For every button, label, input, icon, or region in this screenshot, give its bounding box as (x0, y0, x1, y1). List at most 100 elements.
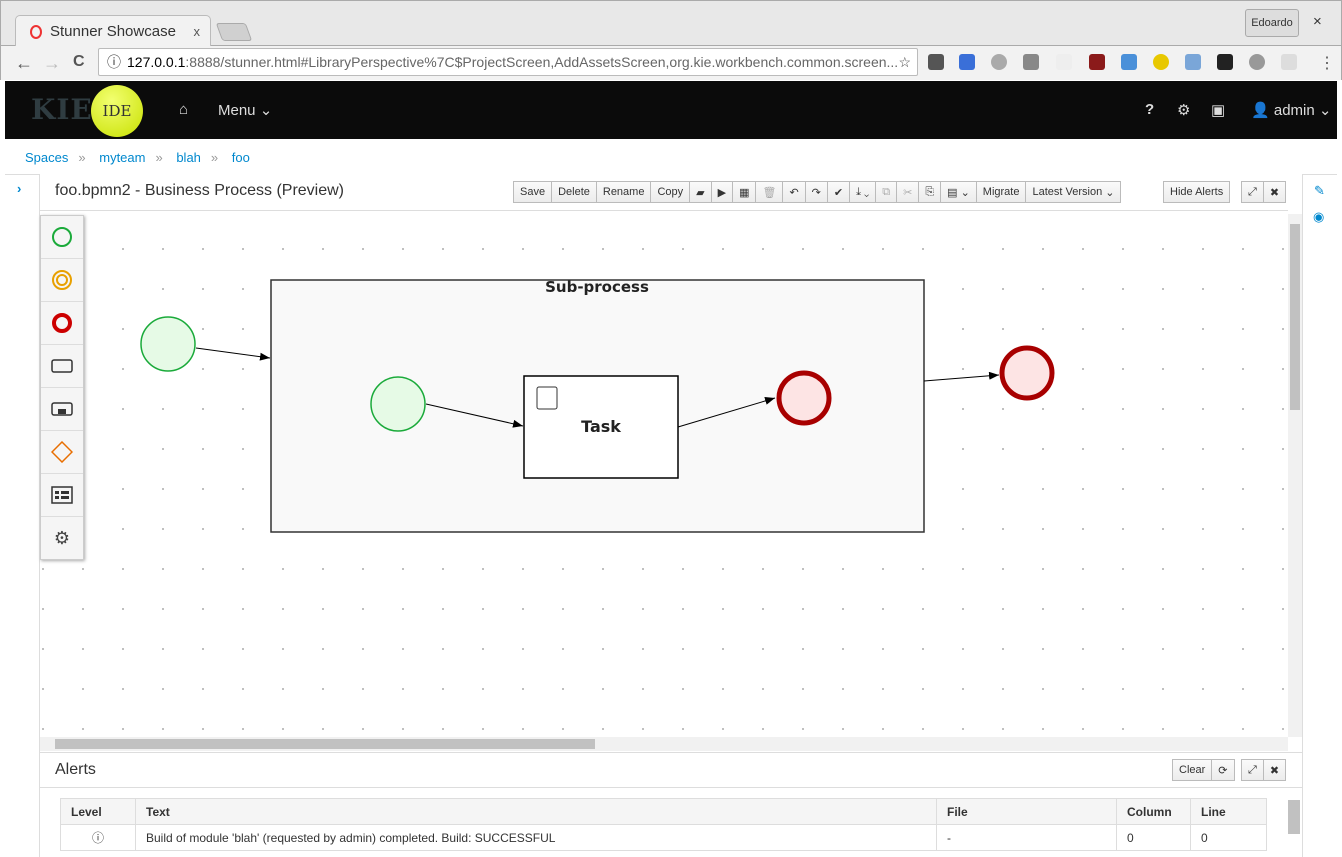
right-panel: ✎ ◉ (1302, 174, 1337, 857)
clear-alerts-button[interactable]: Clear (1172, 759, 1213, 781)
palette-subprocesses[interactable] (41, 388, 83, 431)
copy-icon[interactable]: ⧉ (875, 181, 898, 203)
palette-end-events[interactable] (41, 302, 83, 345)
paste-icon[interactable]: ⎘ (918, 181, 942, 203)
toolbox-icon[interactable]: ▣ (1211, 102, 1226, 119)
extension-icon[interactable] (1153, 54, 1169, 70)
cut-icon[interactable]: ✂ (896, 181, 920, 203)
alerts-scrollbar[interactable] (1288, 800, 1300, 834)
close-icon[interactable]: ✖ (1262, 759, 1287, 781)
edit-properties-icon[interactable]: ✎ (1314, 183, 1325, 198)
breadcrumb: Spaces» myteam» blah» foo (25, 150, 250, 165)
forward-button[interactable]: → (43, 53, 61, 73)
copy-button[interactable]: Copy (650, 181, 691, 203)
browser-menu-button[interactable]: ⋮ (1319, 55, 1335, 72)
site-info-icon[interactable]: ⓘ (107, 54, 121, 70)
palette-intermediate-events[interactable] (41, 259, 83, 302)
col-column[interactable]: Column (1116, 798, 1191, 825)
back-button[interactable]: ← (15, 53, 33, 73)
palette-start-events[interactable] (41, 216, 83, 259)
user-menu[interactable]: 👤 admin ⌄ (1251, 102, 1332, 119)
validate-check-icon[interactable]: ✔ (826, 181, 851, 203)
shape-palette: ⚙ (40, 215, 84, 560)
breadcrumb-foo[interactable]: foo (231, 150, 250, 165)
sequence-flow[interactable] (195, 347, 271, 361)
palette-gateways[interactable] (41, 431, 83, 474)
version-label: Latest Version (1032, 186, 1103, 198)
close-icon[interactable]: ✖ (1262, 181, 1287, 203)
maximize-icon[interactable]: ⤢ (1241, 759, 1264, 781)
json-extension-icon[interactable] (1056, 54, 1072, 70)
sequence-flow[interactable] (677, 397, 776, 428)
reload-button[interactable]: C (73, 53, 85, 70)
col-line[interactable]: Line (1190, 798, 1267, 825)
extension-icon[interactable] (1185, 54, 1201, 70)
clear-eraser-icon[interactable]: ▰ (689, 181, 712, 203)
redo-icon[interactable]: ↷ (804, 181, 828, 203)
migrate-button[interactable]: Migrate (975, 181, 1027, 203)
trash-icon[interactable]: 🗑 (755, 181, 784, 203)
col-file[interactable]: File (936, 798, 1117, 825)
sequence-flow[interactable] (425, 403, 524, 428)
diagram-canvas[interactable]: Sub-process Task (40, 210, 1288, 737)
play-icon[interactable]: ▶ (710, 181, 734, 203)
window-close-button[interactable]: × (1313, 13, 1322, 30)
palette-activities[interactable] (41, 345, 83, 388)
palette-service-tasks-gears-icon[interactable]: ⚙ (53, 528, 71, 548)
horizontal-scrollbar[interactable] (40, 737, 1288, 751)
new-tab-button[interactable] (215, 23, 253, 41)
extension-icon[interactable] (1121, 54, 1137, 70)
rename-button[interactable]: Rename (595, 181, 652, 203)
breadcrumb-blah[interactable]: blah (176, 150, 201, 165)
inner-start-event[interactable] (370, 376, 426, 432)
help-button[interactable]: ? (1145, 101, 1155, 118)
tab-close-button[interactable]: x (193, 24, 201, 39)
alerts-title: Alerts (55, 761, 96, 778)
breadcrumb-spaces[interactable]: Spaces (25, 150, 69, 165)
extension-icon[interactable] (1023, 54, 1039, 70)
menu-dropdown[interactable]: Menu ⌄ (218, 102, 273, 119)
start-event[interactable] (140, 316, 196, 372)
undo-icon[interactable]: ↶ (782, 181, 806, 203)
save-button[interactable]: Save (513, 181, 553, 203)
hide-alerts-button[interactable]: Hide Alerts (1163, 181, 1231, 203)
alert-text: Build of module 'blah' (requested by adm… (135, 824, 937, 851)
grid-icon[interactable]: ▦ (732, 181, 757, 203)
app-navbar: KIE IDE ⌂ Menu ⌄ ? ⚙ ▣ 👤 admin ⌄ (5, 81, 1337, 139)
table-row[interactable]: ⓘ Build of module 'blah' (requested by a… (60, 824, 1267, 851)
profile-button[interactable]: Edoardo (1245, 9, 1299, 37)
settings-gear-icon[interactable]: ⚙ (1177, 102, 1191, 119)
vertical-scrollbar[interactable] (1288, 214, 1302, 737)
bookmark-star-icon[interactable]: ☆ (898, 53, 911, 70)
extension-icon[interactable] (1249, 54, 1265, 70)
menu-label: Menu (218, 102, 256, 119)
expand-chevron-icon[interactable]: › (17, 181, 22, 196)
subprocess-label: Sub-process (545, 278, 649, 296)
ide-logo: IDE (91, 85, 143, 137)
gnome-icon[interactable] (1217, 54, 1233, 70)
extension-icon[interactable] (991, 54, 1007, 70)
breadcrumb-myteam[interactable]: myteam (99, 150, 146, 165)
view-dropdown-icon[interactable]: ▤ ⌄ (940, 181, 977, 203)
extension-icon[interactable] (1281, 54, 1297, 70)
ublock-icon[interactable] (1089, 54, 1105, 70)
maximize-icon[interactable]: ⤢ (1241, 181, 1264, 203)
extension-icon[interactable] (959, 54, 975, 70)
palette-lanes[interactable] (41, 474, 83, 517)
sequence-flow[interactable] (923, 371, 1000, 382)
inner-end-event[interactable] (776, 370, 832, 426)
end-event[interactable] (999, 345, 1055, 401)
col-level[interactable]: Level (60, 798, 136, 825)
editor-toolbar: Save Delete Rename Copy ▰ ▶ ▦ 🗑 ↶ ↷ ✔ ⤓ … (513, 181, 1122, 203)
delete-button[interactable]: Delete (551, 181, 597, 203)
version-dropdown[interactable]: Latest Version ⌄ (1025, 181, 1122, 203)
preview-eye-icon[interactable]: ◉ (1313, 209, 1325, 224)
col-text[interactable]: Text (135, 798, 937, 825)
home-icon[interactable]: ⌂ (179, 101, 189, 118)
pocket-icon[interactable] (928, 54, 944, 70)
download-dropdown-icon[interactable]: ⤓ ⌄ (849, 181, 877, 203)
refresh-icon[interactable]: ⟳ (1211, 759, 1235, 781)
